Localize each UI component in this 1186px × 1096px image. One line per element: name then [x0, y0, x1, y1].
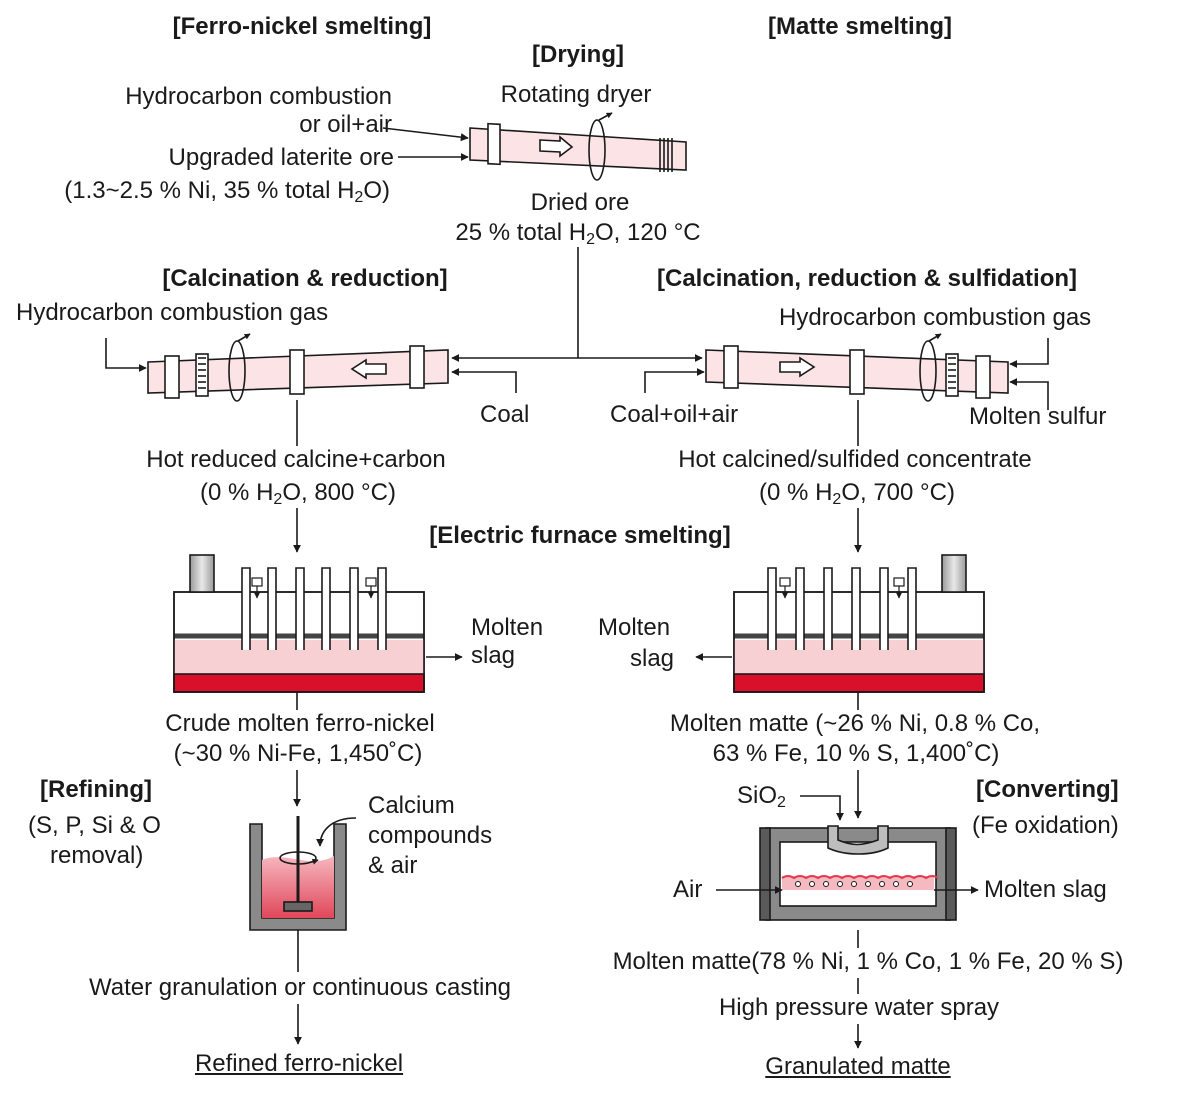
- coal-arrow: [451, 368, 517, 393]
- right-slag-label-2: slag: [630, 645, 675, 672]
- crude-label: Crude molten ferro-nickel: [165, 710, 435, 737]
- heading-converting: [Converting]: [976, 776, 1119, 803]
- right-rotary-kiln: [705, 333, 1009, 402]
- heading-electric-furnace: [Electric furnace smelting]: [429, 522, 731, 549]
- concentrate-label: Hot calcined/sulfided concentrate: [678, 446, 1032, 473]
- heading-drying: [Drying]: [532, 41, 624, 68]
- crude-composition: (~30 % Ni-Fe, 1,450˚C): [173, 740, 423, 767]
- left-gas-arrow: [105, 338, 147, 372]
- right-gas-label: Hydrocarbon combustion gas: [779, 304, 1092, 331]
- heading-matte: [Matte smelting]: [767, 13, 953, 40]
- right-gas-arrow: [1009, 338, 1049, 368]
- refining-note-2: removal): [50, 842, 144, 869]
- dried-ore-composition: 25 % total H2O, 120 °C: [455, 219, 701, 248]
- spray-label: High pressure water spray: [718, 994, 1000, 1021]
- rotating-dryer: [469, 112, 687, 181]
- matte-composition-2: 63 % Fe, 10 % S, 1,400˚C): [712, 740, 1000, 767]
- matte-composition-1: Molten matte (~26 % Ni, 0.8 % Co,: [669, 710, 1041, 737]
- fuel-label-2: or oil+air: [299, 111, 392, 138]
- left-electric-furnace: [173, 554, 425, 693]
- calcium-label-3: & air: [368, 852, 418, 879]
- coal-oil-air-arrow: [644, 368, 705, 393]
- heading-refining: [Refining]: [40, 776, 152, 803]
- converting-note: (Fe oxidation): [972, 812, 1119, 839]
- final-matte-label: Molten matte(78 % Ni, 1 % Co, 1 % Fe, 20…: [612, 948, 1124, 975]
- coal-oil-air-label: Coal+oil+air: [610, 401, 739, 428]
- refining-note-1: (S, P, Si & O: [28, 812, 161, 839]
- air-label: Air: [673, 876, 703, 903]
- calcium-label-1: Calcium: [368, 792, 455, 819]
- refined-ferro-nickel-product: Refined ferro-nickel: [194, 1050, 404, 1077]
- left-slag-label-2: slag: [471, 642, 516, 669]
- right-slag-label-1: Molten: [598, 614, 671, 641]
- calcine-label: Hot reduced calcine+carbon: [146, 446, 446, 473]
- fuel-arrow: [382, 127, 469, 142]
- casting-label: Water granulation or continuous casting: [88, 974, 512, 1001]
- granulated-matte-product: Granulated matte: [765, 1053, 951, 1080]
- coal-label: Coal: [480, 401, 530, 428]
- sio2-arrow: [800, 795, 844, 821]
- calcine-composition: (0 % H2O, 800 °C): [200, 479, 396, 508]
- converter: [759, 825, 957, 921]
- calcium-arrow: [316, 817, 357, 847]
- heading-calcination-reduction: [Calcination & reduction]: [162, 265, 448, 292]
- left-rotary-kiln: [147, 333, 449, 402]
- molten-sulfur-label: Molten sulfur: [969, 403, 1107, 430]
- sulfur-arrow: [1009, 378, 1049, 410]
- ore-composition: (1.3~2.5 % Ni, 35 % total H2O): [64, 177, 390, 206]
- left-slag-label-1: Molten: [471, 614, 544, 641]
- refining-ladle: [249, 816, 347, 931]
- right-electric-furnace: [733, 554, 985, 693]
- sio2-label: SiO2: [737, 782, 786, 811]
- heading-ferro-nickel: [Ferro-nickel smelting]: [172, 13, 432, 40]
- dried-ore-label: Dried ore: [530, 189, 630, 216]
- calcium-label-2: compounds: [368, 822, 493, 849]
- concentrate-composition: (0 % H2O, 700 °C): [759, 479, 955, 508]
- ore-label: Upgraded laterite ore: [168, 144, 394, 171]
- fuel-label-1: Hydrocarbon combustion: [125, 83, 392, 110]
- heading-calcination-sulfidation: [Calcination, reduction & sulfidation]: [657, 265, 1077, 292]
- left-gas-label: Hydrocarbon combustion gas: [16, 299, 329, 326]
- converter-slag-label: Molten slag: [984, 876, 1107, 903]
- dryer-label: Rotating dryer: [500, 81, 652, 108]
